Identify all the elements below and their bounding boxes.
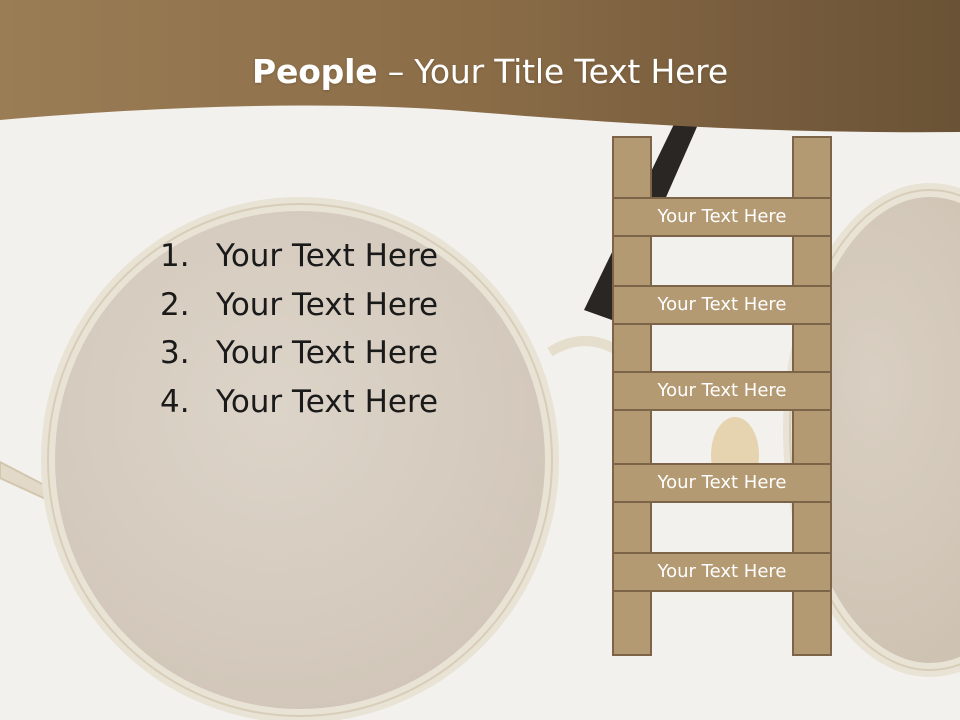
- list-item: 2. Your Text Here: [160, 281, 438, 330]
- list-item: 1. Your Text Here: [160, 232, 438, 281]
- list-item-number: 1.: [160, 238, 190, 274]
- slide-title-rest: – Your Title Text Here: [377, 52, 728, 91]
- ladder-rung-2: Your Text Here: [612, 285, 832, 325]
- numbered-list: 1. Your Text Here 2. Your Text Here 3. Your…: [160, 232, 438, 426]
- ladder-rung-4: Your Text Here: [612, 463, 832, 503]
- list-item-text: Your Text Here: [216, 286, 439, 323]
- list-item-text: Your Text Here: [216, 335, 439, 371]
- list-item-number: 3.: [160, 335, 190, 371]
- ladder-rung-3: Your Text Here: [612, 371, 832, 411]
- slide-title-bold: People: [252, 52, 378, 91]
- list-item-text: Your Text Here: [216, 238, 439, 274]
- list-item: 4. Your Text Here: [160, 378, 438, 427]
- list-item-text: Your Text Here: [216, 383, 439, 420]
- ladder-rung-5: Your Text Here: [612, 552, 832, 592]
- slide-title: People – Your Title Text Here: [0, 52, 960, 91]
- list-item: 3. Your Text Here: [160, 329, 438, 378]
- ladder-rung-1: Your Text Here: [612, 197, 832, 237]
- list-item-number: 2.: [160, 286, 190, 323]
- list-item-number: 4.: [160, 383, 190, 420]
